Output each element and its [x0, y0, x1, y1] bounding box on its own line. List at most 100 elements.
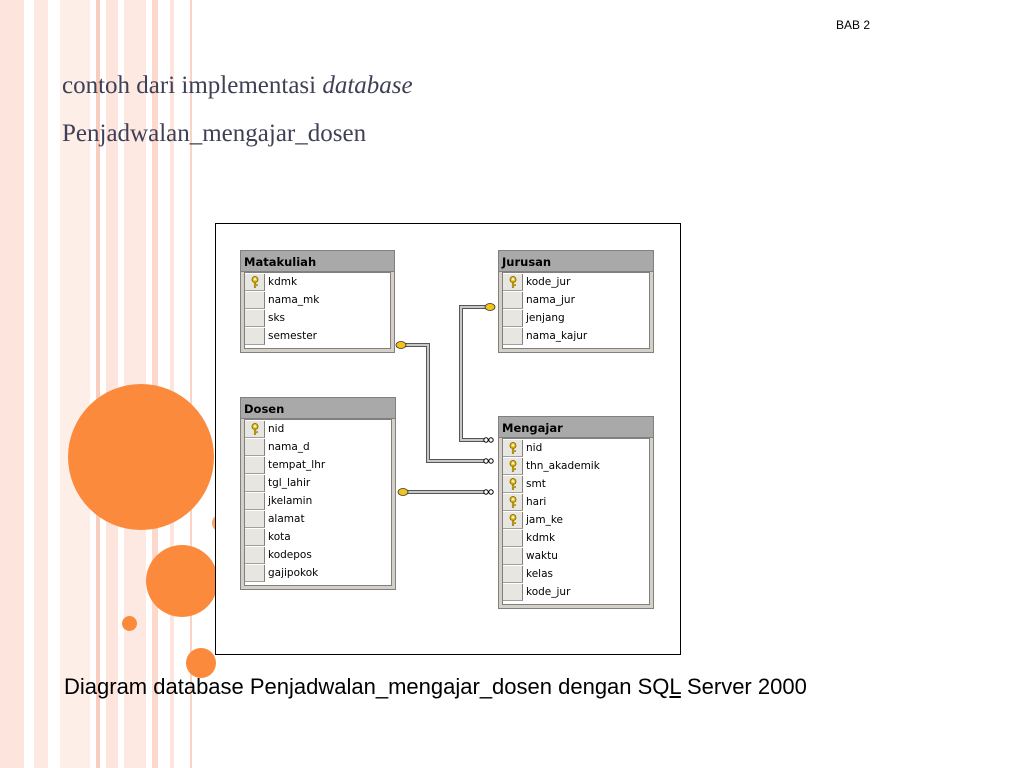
column-name: kota	[268, 531, 291, 543]
column-list: nid nama_d tempat_lhr tgl_lahir jkelamin alam…	[244, 419, 392, 586]
column-row[interactable]: smt	[503, 475, 649, 493]
rows-footer	[503, 601, 649, 604]
decor-circle-small	[122, 616, 137, 631]
decor-stripe	[152, 0, 158, 768]
column-row[interactable]: sks	[245, 309, 390, 327]
table-title: Mengajar	[499, 417, 653, 438]
column-row[interactable]: waktu	[503, 547, 649, 565]
column-row[interactable]: kota	[245, 528, 391, 546]
decor-circle-small	[186, 648, 216, 678]
column-name: kelas	[526, 568, 553, 580]
row-selector	[503, 511, 523, 529]
row-selector	[245, 291, 265, 309]
rows-footer	[503, 345, 649, 348]
row-selector	[245, 420, 265, 438]
column-row[interactable]: tempat_lhr	[245, 456, 391, 474]
decor-circle-large	[68, 384, 214, 530]
column-name: kodepos	[268, 549, 312, 561]
column-row[interactable]: semester	[245, 327, 390, 345]
column-name: jam_ke	[526, 514, 563, 526]
column-row[interactable]: nama_kajur	[503, 327, 649, 345]
column-name: tempat_lhr	[268, 459, 326, 471]
table-title: Jurusan	[499, 251, 653, 272]
column-row[interactable]: jam_ke	[503, 511, 649, 529]
table-title: Matakuliah	[241, 251, 394, 272]
row-selector	[245, 492, 265, 510]
key-icon	[508, 495, 518, 508]
row-selector	[503, 327, 523, 345]
caption-text-end: Server 2000	[680, 674, 807, 699]
column-name: kdmk	[268, 276, 298, 288]
column-row[interactable]: kode_jur	[503, 273, 649, 291]
column-row[interactable]: gajipokok	[245, 564, 391, 582]
decor-stripe	[34, 0, 48, 768]
decor-stripe	[190, 0, 192, 768]
column-name: nama_d	[268, 441, 310, 453]
rows-footer	[245, 582, 391, 585]
column-name: nama_jur	[526, 294, 575, 306]
decor-stripe	[96, 0, 100, 768]
column-row[interactable]: kode_jur	[503, 583, 649, 601]
column-row[interactable]: thn_akademik	[503, 457, 649, 475]
column-name: smt	[526, 478, 546, 490]
column-name: jkelamin	[268, 495, 313, 507]
column-row[interactable]: nama_mk	[245, 291, 390, 309]
caption-underlined-letter: L	[669, 674, 681, 699]
column-row[interactable]: tgl_lahir	[245, 474, 391, 492]
row-selector	[245, 474, 265, 492]
column-row[interactable]: kodepos	[245, 546, 391, 564]
key-icon	[250, 422, 260, 435]
column-row[interactable]: kelas	[503, 565, 649, 583]
row-selector	[503, 309, 523, 327]
decor-stripe	[60, 0, 90, 768]
column-name: thn_akademik	[526, 460, 600, 472]
column-row[interactable]: nid	[503, 439, 649, 457]
diagram-caption: Diagram database Penjadwalan_mengajar_do…	[64, 674, 807, 700]
column-name: jenjang	[526, 312, 565, 324]
column-row[interactable]: nama_jur	[503, 291, 649, 309]
decor-circle-medium	[146, 545, 218, 617]
column-row[interactable]: jenjang	[503, 309, 649, 327]
key-icon	[508, 513, 518, 526]
column-name: gajipokok	[268, 567, 319, 579]
row-selector	[245, 510, 265, 528]
column-row[interactable]: kdmk	[503, 529, 649, 547]
decor-stripe	[0, 0, 24, 768]
row-selector	[245, 564, 265, 582]
column-name: hari	[526, 496, 547, 508]
column-row[interactable]: nama_d	[245, 438, 391, 456]
column-row[interactable]: alamat	[245, 510, 391, 528]
slide-subtitle: Penjadwalan_mengajar_dosen	[62, 120, 367, 147]
row-selector	[503, 291, 523, 309]
column-name: alamat	[268, 513, 305, 525]
table-title: Dosen	[241, 398, 395, 419]
slide-title-emphasis: database	[322, 72, 413, 99]
column-row[interactable]: nid	[245, 420, 391, 438]
key-icon	[508, 441, 518, 454]
column-row[interactable]: jkelamin	[245, 492, 391, 510]
column-name: tgl_lahir	[268, 477, 311, 489]
column-row[interactable]: kdmk	[245, 273, 390, 291]
row-selector	[245, 456, 265, 474]
decor-stripe	[170, 0, 174, 768]
decor-stripe	[106, 0, 118, 768]
column-name: kdmk	[526, 532, 556, 544]
slide-title: contoh dari implementasi database	[62, 72, 413, 100]
row-selector	[245, 438, 265, 456]
column-name: nama_kajur	[526, 330, 588, 342]
key-icon	[508, 459, 518, 472]
rows-footer	[245, 345, 390, 348]
column-name: nid	[268, 423, 285, 435]
column-row[interactable]: hari	[503, 493, 649, 511]
row-selector	[245, 309, 265, 327]
row-selector	[245, 273, 265, 291]
column-name: semester	[268, 330, 317, 342]
column-name: waktu	[526, 550, 558, 562]
